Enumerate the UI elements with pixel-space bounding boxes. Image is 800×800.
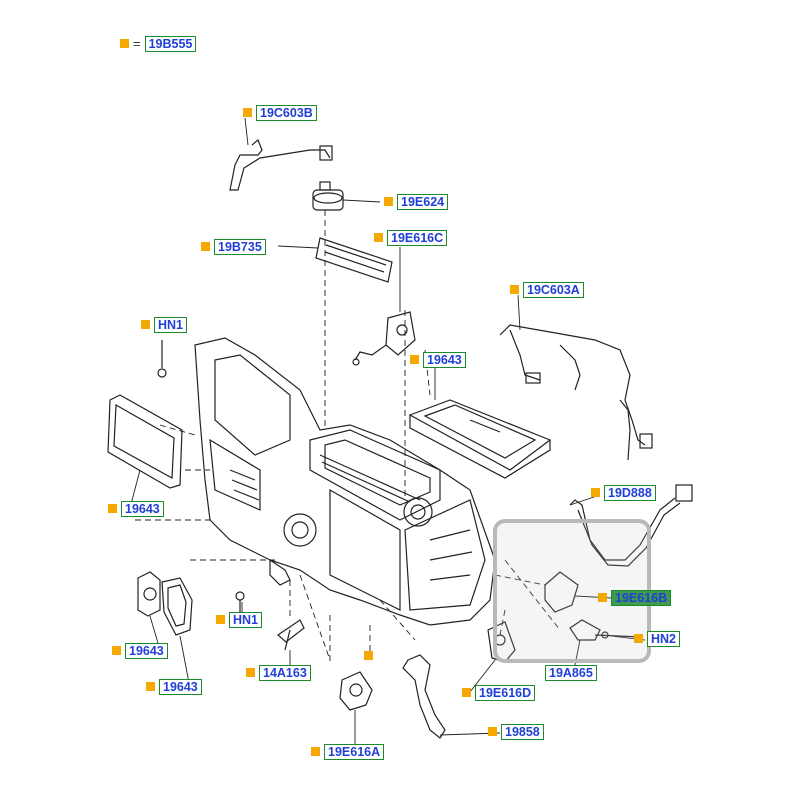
part-link-19e616c[interactable]: 19E616C [387,229,448,246]
callout-hn1-top: HN1 [141,316,188,333]
hvac-housing [194,337,496,626]
marker-icon [141,320,150,329]
small-gasket-19643-a [137,571,161,617]
part-link-19c603a[interactable]: 19C603A [523,281,584,298]
sensor-bar-19b735 [315,237,393,283]
part-link-19c603b[interactable]: 19C603B [256,104,317,121]
marker-icon [201,242,210,251]
part-link-14a163[interactable]: 14A163 [259,664,311,681]
marker-icon [108,504,117,513]
callout-housing-marker [364,648,377,663]
callout-19e616b: 19E616B [598,589,672,606]
callout-14a163: 14A163 [246,664,311,681]
drain-hose-19858 [402,654,446,739]
bolt-hn1 [157,340,167,378]
part-link-19e624[interactable]: 19E624 [397,193,449,210]
actuator-19e616a [339,671,373,711]
resistor-19e624 [312,181,344,211]
marker-icon [410,355,419,364]
part-link-hn2[interactable]: HN2 [647,630,681,647]
callout-19643-left: 19643 [108,500,164,517]
part-link-19e616a[interactable]: 19E616A [324,743,385,760]
marker-icon [488,727,497,736]
part-link-19e616d[interactable]: 19E616D [475,684,536,701]
legend-ref[interactable]: 19B555 [144,35,197,52]
small-gasket-19643-b [161,577,193,636]
part-link-19d888[interactable]: 19D888 [604,484,656,501]
callout-hn1-lower: HN1 [216,611,263,628]
part-link-19643-left[interactable]: 19643 [121,500,164,517]
callout-19643-filter: 19643 [410,351,466,368]
legend-equals: = [133,36,141,51]
part-link-19b735[interactable]: 19B735 [214,238,266,255]
marker-icon [462,688,471,697]
part-link-19643-filter[interactable]: 19643 [423,351,466,368]
part-link-hn1-top[interactable]: HN1 [154,316,188,333]
callout-19643-small-a: 19643 [112,642,168,659]
callout-19e624: 19E624 [384,193,449,210]
callout-19c603a: 19C603A [510,281,584,298]
callout-hn2: HN2 [634,630,681,647]
callout-19e616c: 19E616C [374,229,448,246]
marker-icon [591,488,600,497]
legend: = 19B555 [120,35,197,52]
hose-19d888 [569,484,693,567]
marker-icon [243,108,252,117]
marker-icon [120,39,129,48]
marker-icon [216,615,225,624]
wiring-harness-19c603b [229,139,333,191]
clip-14a163 [277,619,305,651]
part-link-hn1-lower[interactable]: HN1 [229,611,263,628]
gasket-19643 [107,394,183,489]
wiring-harness-19c603a [499,324,653,461]
callout-19e616d: 19E616D [462,684,536,701]
marker-icon [364,651,373,660]
part-link-19a865[interactable]: 19A865 [545,664,597,681]
callout-19b735: 19B735 [201,238,266,255]
callout-19858: 19858 [488,723,544,740]
marker-icon [374,233,383,242]
cabin-filter-19643 [408,399,552,479]
marker-icon [634,634,643,643]
callout-19e616a: 19E616A [311,743,385,760]
marker-icon [246,668,255,677]
marker-icon [384,197,393,206]
callout-19643-small-b: 19643 [146,678,202,695]
callout-19d888: 19D888 [591,484,656,501]
actuator-19e616b [544,571,579,613]
marker-icon [146,682,155,691]
dashed-guide-lines [135,210,561,665]
part-link-19858[interactable]: 19858 [501,723,544,740]
part-link-19643-small-b[interactable]: 19643 [159,678,202,695]
actuator-19e616c [352,311,416,366]
marker-icon [510,285,519,294]
callout-19c603b: 19C603B [243,104,317,121]
marker-icon [112,646,121,655]
marker-icon [311,747,320,756]
part-link-19e616b[interactable]: 19E616B [611,589,672,606]
part-link-19643-small-a[interactable]: 19643 [125,642,168,659]
marker-icon [598,593,607,602]
callout-19a865: 19A865 [545,664,597,681]
